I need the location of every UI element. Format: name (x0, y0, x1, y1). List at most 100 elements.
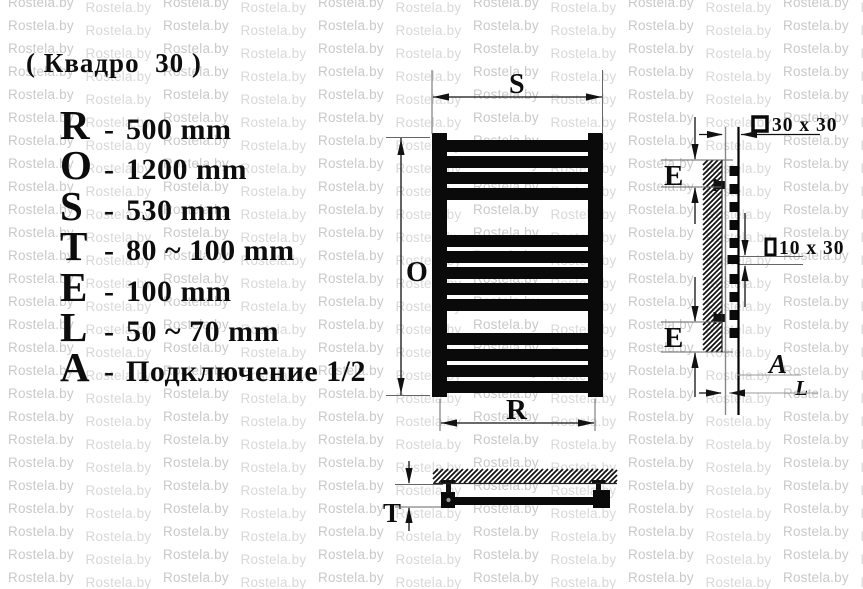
watermark-text: Rostela.by (163, 18, 229, 33)
watermark-text: Rostela.by (550, 23, 617, 38)
arrowhead (707, 130, 723, 139)
watermark-text: Rostela.by (628, 225, 694, 240)
watermark-text: Rostela.by (163, 409, 229, 424)
watermark-text: Rostela.by (163, 570, 229, 585)
front-view: S O R (406, 69, 603, 426)
watermark-text: Rostela.by (395, 23, 462, 38)
hatch-line (478, 468, 494, 484)
watermark-text: Rostela.by (395, 529, 462, 544)
watermark-text: Rostela.by (861, 230, 863, 245)
watermark-text: Rostela.by (473, 524, 539, 539)
radiator-bar (440, 283, 595, 295)
spec-value: 100 mm (126, 274, 232, 308)
spec-row-L: L-50 ~ 70 mm (60, 307, 279, 349)
watermark-text: Rostela.by (163, 317, 229, 332)
watermark-text: Rostela.by (318, 409, 384, 424)
watermark-text: Rostela.by (85, 414, 152, 429)
watermark-text: Rostela.by (861, 23, 863, 38)
watermark-text: Rostela.by (85, 529, 152, 544)
hatch-line (463, 468, 479, 484)
watermark-text: Rostela.by (163, 41, 229, 56)
dim-label-e-bottom: E (664, 322, 683, 354)
hatch-line (702, 255, 723, 276)
spec-letter: O (60, 142, 92, 189)
arrowhead (741, 240, 749, 256)
hatch-line (702, 270, 723, 291)
watermark-text: Rostela.by (628, 386, 694, 401)
watermark-text: Rostela.by (163, 455, 229, 470)
spec-separator: - (104, 234, 114, 268)
watermark-text: Rostela.by (163, 363, 229, 378)
hatch-line (498, 468, 514, 484)
watermark-text: Rostela.by (861, 69, 863, 84)
watermark-text: Rostela.by (861, 207, 863, 222)
radiator-plan-tube (455, 497, 593, 505)
hatch-line (702, 300, 723, 321)
rung-dash (729, 274, 738, 284)
watermark-text: Rostela.by (473, 409, 539, 424)
hatch-line (702, 220, 723, 241)
hatch-line (702, 240, 723, 261)
watermark-text: Rostela.by (705, 23, 772, 38)
watermark-text: Rostela.by (8, 409, 74, 424)
watermark-text: Rostela.by (550, 437, 617, 452)
hatch-line (702, 225, 723, 246)
hatch-line (603, 469, 618, 484)
spec-value: 500 mm (126, 113, 232, 146)
hatch-line (528, 468, 544, 484)
watermark-text: Rostela.by (8, 87, 74, 102)
watermark-text: Rostela.by (705, 460, 772, 475)
hatch-line (543, 468, 559, 484)
hatch-line (513, 468, 529, 484)
watermark-text: Rostela.by (240, 483, 307, 498)
watermark-text: Rostela.by (240, 92, 307, 107)
watermark-text: Rostela.by (85, 115, 152, 130)
spec-letter: R (60, 102, 90, 148)
hatch-line (468, 468, 484, 484)
dim-label-e-top: E (664, 160, 683, 192)
spec-row-O: O-1200 mm (60, 145, 247, 187)
hatch-line (483, 468, 499, 484)
watermark-text: Rostela.by (783, 133, 849, 148)
arrowhead (578, 419, 594, 427)
watermark-text: Rostela.by (395, 437, 462, 452)
watermark-text: Rostela.by (85, 506, 152, 521)
spec-separator: - (104, 355, 114, 389)
spec-row-E: E-100 mm (60, 266, 232, 309)
watermark-text: Rostela.by (240, 276, 307, 291)
watermark-text: Rostela.by (783, 41, 849, 56)
watermark-text: Rostela.by (318, 524, 384, 539)
hatch-line (702, 200, 723, 221)
watermark-text: Rostela.by (628, 317, 694, 332)
watermark-text: Rostela.by (163, 271, 229, 286)
watermark-text: Rostela.by (163, 524, 229, 539)
arrowhead (441, 419, 457, 427)
watermark-text: Rostela.by (318, 317, 384, 332)
watermark-text: Rostela.by (163, 432, 229, 447)
watermark-text: Rostela.by (8, 64, 74, 79)
watermark-text: Rostela.by (163, 110, 229, 125)
watermark-text: Rostela.by (783, 64, 849, 79)
hatch-line (702, 235, 723, 256)
hatch-line (702, 230, 723, 251)
watermark-text: Rostela.by (240, 0, 307, 15)
hatch-line (568, 468, 584, 484)
arrowhead (691, 306, 699, 322)
watermark-text: Rostela.by (473, 87, 539, 102)
watermark-text: Rostela.by (240, 138, 307, 153)
hatch-line (608, 474, 618, 484)
hatch-line (702, 205, 723, 226)
hatch-line (702, 285, 723, 306)
watermark-text: Rostela.by (705, 414, 772, 429)
watermark-text: Rostela.by (85, 575, 152, 589)
watermark-text: Rostela.by (163, 340, 229, 355)
spec-separator: - (104, 113, 114, 146)
hatch-line (702, 159, 719, 176)
watermark-text: Rostela.by (318, 386, 384, 401)
watermark-text: Rostela.by (705, 483, 772, 498)
watermark-text: Rostela.by (163, 179, 229, 194)
watermark-text: Rostela.by (8, 110, 74, 125)
watermark-text: Rostela.by (240, 299, 307, 314)
watermark-text: Rostela.by (240, 322, 307, 337)
